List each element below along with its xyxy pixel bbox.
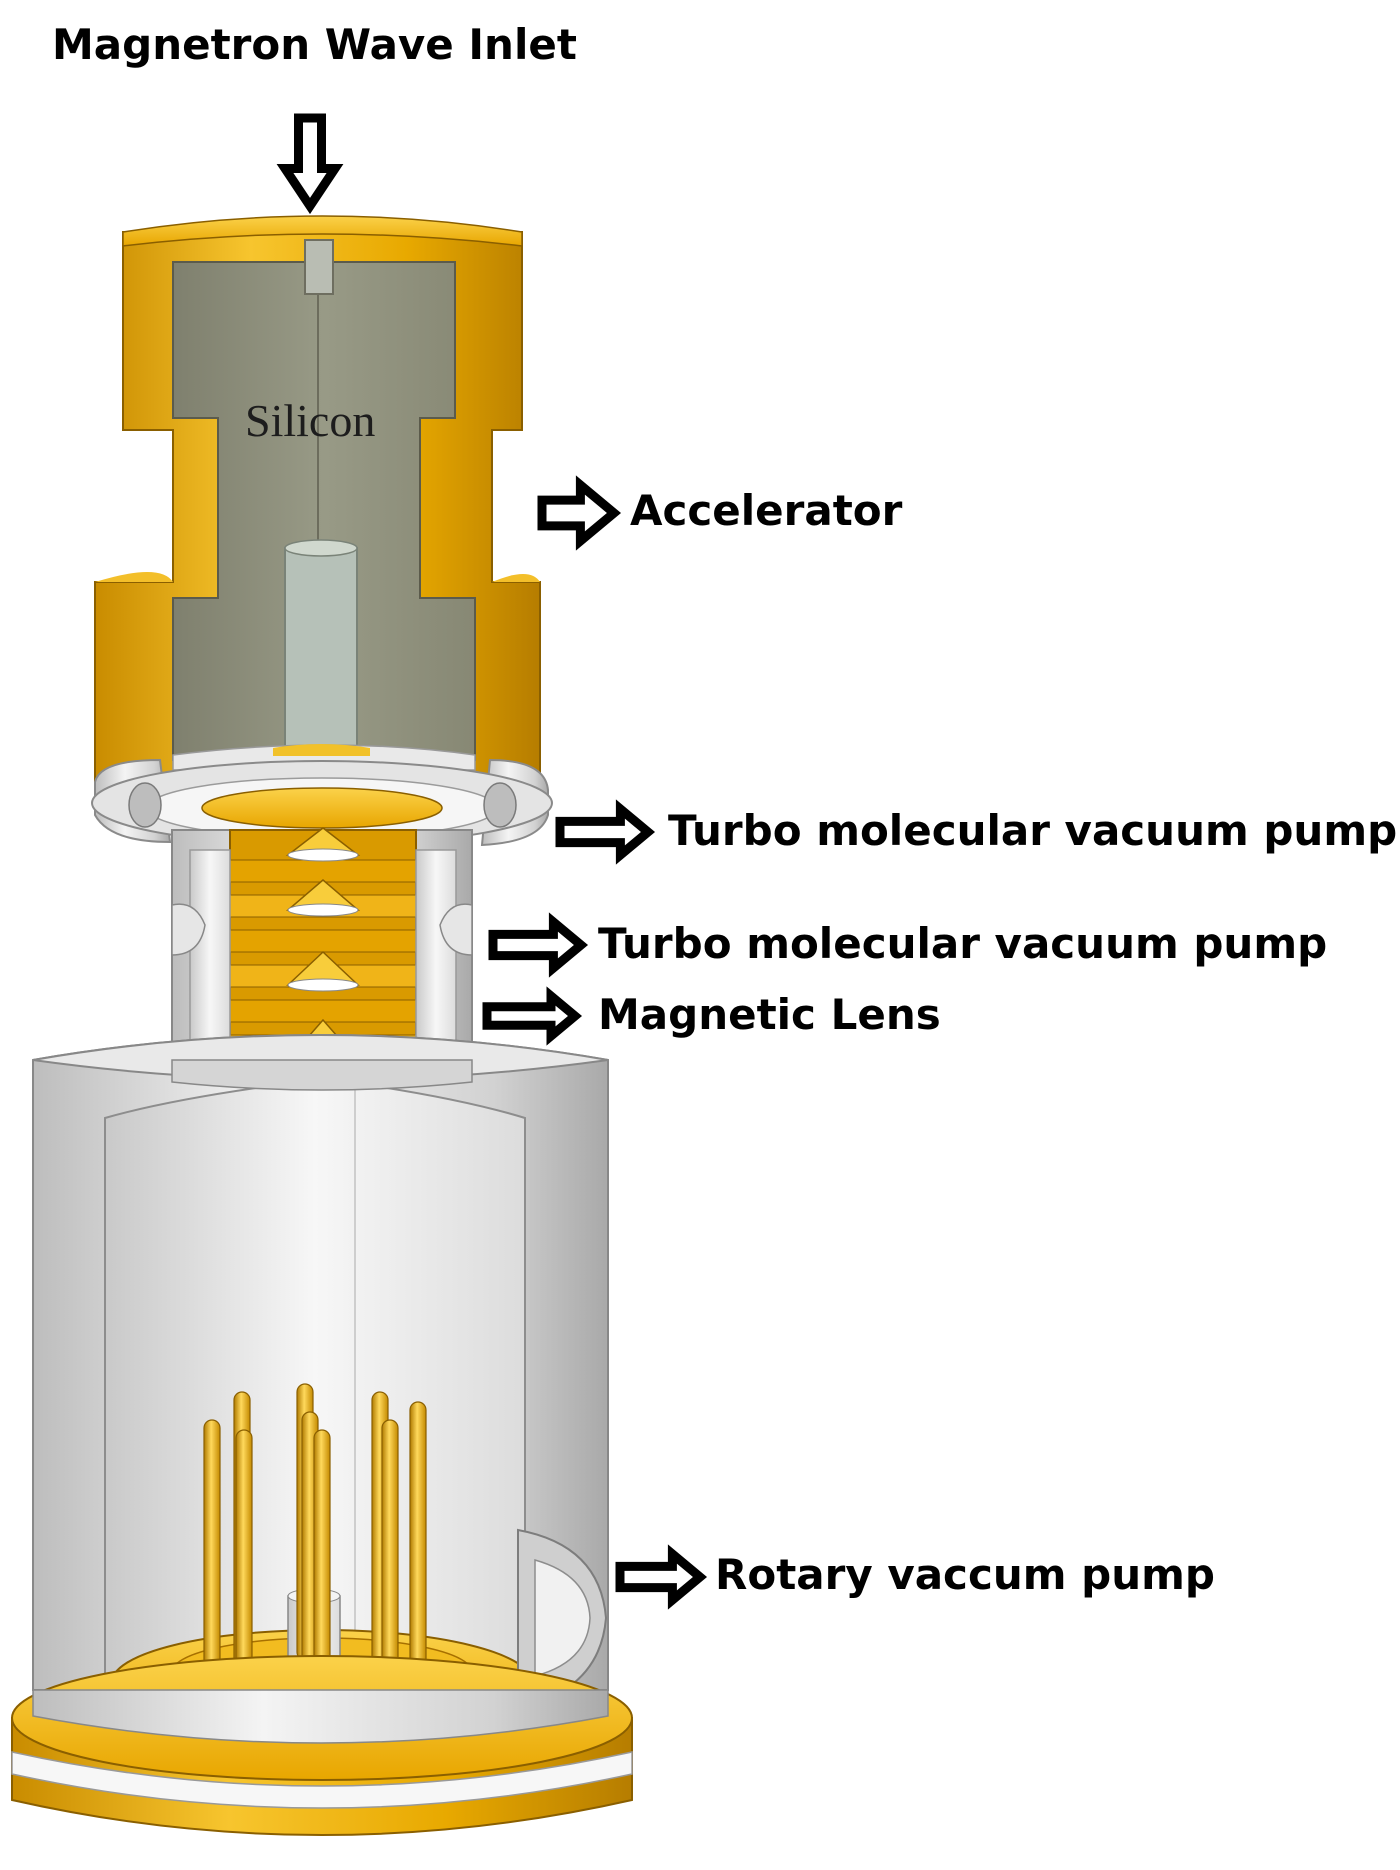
magnetic-lens-label: Magnetic Lens <box>598 990 941 1039</box>
cone-gap <box>287 903 359 917</box>
inlet-arrow <box>276 113 344 215</box>
pump-disc <box>229 999 417 1023</box>
turbo-pump-label-2: Turbo molecular vacuum pump <box>598 919 1328 968</box>
turbo-pump-arrow-2 <box>488 912 589 978</box>
rotary-pump-label: Rotary vaccum pump <box>715 1550 1215 1599</box>
accelerator-label: Accelerator <box>630 486 903 535</box>
pump-disc <box>229 929 417 953</box>
gold-rod <box>203 1419 221 1681</box>
magnetic-lens-arrow <box>482 986 583 1046</box>
accelerator-body <box>94 215 541 783</box>
cone-gap <box>287 848 359 862</box>
base-plate <box>11 1655 633 1836</box>
silicon-label: Silicon <box>245 395 376 446</box>
cone-gap <box>287 978 359 992</box>
accelerator-arrow <box>537 475 622 551</box>
lower-chamber <box>32 1034 609 1735</box>
gold-rod <box>381 1419 399 1691</box>
upper-flange <box>91 758 553 847</box>
turbo-pump-label-1: Turbo molecular vacuum pump <box>668 806 1398 855</box>
rotary-pump-arrow <box>615 1544 708 1610</box>
turbo-pump-arrow-1 <box>555 799 656 865</box>
inlet-label: Magnetron Wave Inlet <box>52 20 577 69</box>
gold-rod <box>409 1401 427 1681</box>
pump-disc <box>229 859 417 883</box>
